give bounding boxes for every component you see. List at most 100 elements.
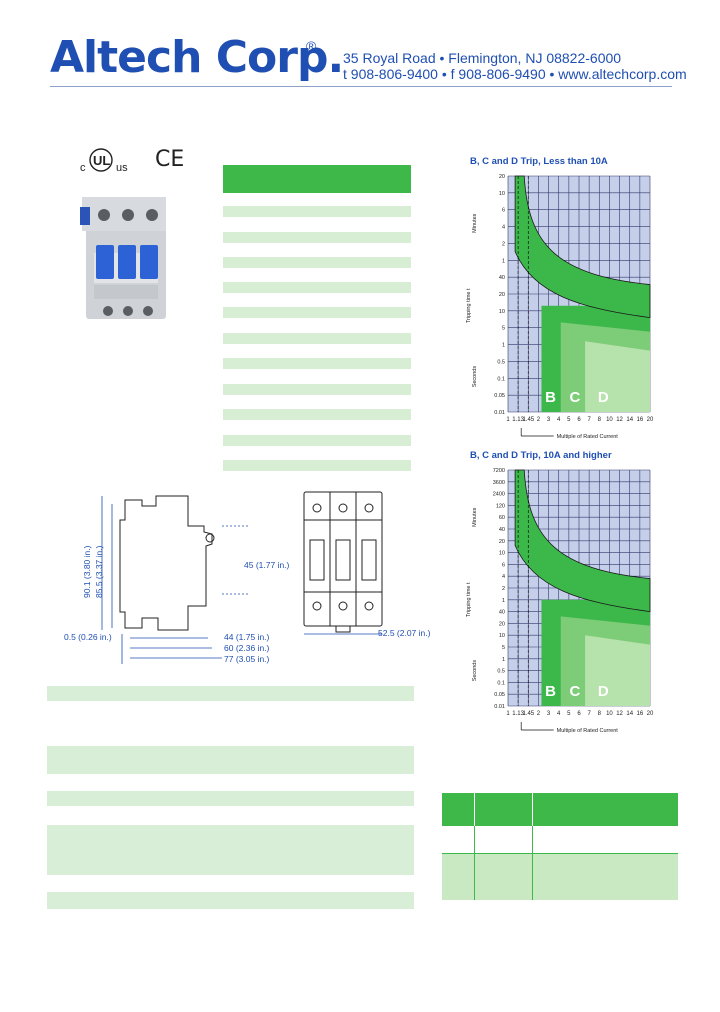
- ul-suffix: us: [116, 162, 128, 174]
- x-tick-label: 16: [637, 417, 644, 423]
- x-tick-label: 1: [506, 417, 510, 423]
- address-line-1: 35 Royal Road • Flemington, NJ 08822-600…: [343, 50, 622, 66]
- spec-table-row: [223, 435, 411, 446]
- y-tick-label: 6: [502, 562, 505, 568]
- info-band: [47, 892, 414, 909]
- x-tick-label: 3: [547, 711, 551, 717]
- x-tick-label: 16: [637, 711, 644, 717]
- dim-front-width: 52.5 (2.07 in.): [378, 628, 431, 638]
- curve-label-c: C: [570, 389, 581, 406]
- y-tick-label: 0.05: [494, 393, 505, 399]
- x-axis-label: Multiple of Rated Current: [557, 434, 619, 440]
- spec-table-row: [223, 384, 411, 395]
- info-band: [47, 791, 414, 806]
- y-unit-minutes: Minutes: [472, 213, 478, 233]
- x-tick-label: 6: [577, 711, 581, 717]
- svg-text:UL: UL: [93, 153, 110, 168]
- x-tick-label: 3: [547, 417, 551, 423]
- y-tick-label: 0.5: [497, 669, 505, 675]
- y-unit-minutes: Minutes: [472, 507, 478, 527]
- spec-table-row: [223, 282, 411, 293]
- x-tick-label: 10: [606, 711, 613, 717]
- thermal-trip-band: [514, 175, 651, 319]
- curve-label-b: B: [545, 389, 556, 406]
- spec-table-row: [223, 358, 411, 369]
- chart1-title: B, C and D Trip, Less than 10A: [470, 156, 608, 167]
- x-tick-label: 1.45: [522, 711, 534, 717]
- address-line-2: t 908-806-9400 • f 908-806-9490 • www.al…: [343, 66, 687, 82]
- y-tick-label: 0.5: [497, 359, 505, 365]
- dim-mid-height: 45 (1.77 in.): [244, 560, 290, 570]
- spec-table-row: [223, 206, 411, 217]
- y-tick-label: 4: [502, 225, 505, 231]
- y-tick-label: 1: [502, 343, 505, 349]
- thermal-trip-band: [514, 469, 651, 613]
- x-tick-label: 12: [616, 711, 623, 717]
- curve-label-b: B: [545, 683, 556, 700]
- y-tick-label: 20: [499, 621, 505, 627]
- spec-table-row: [223, 257, 411, 268]
- x-tick-label: 14: [626, 417, 633, 423]
- y-tick-label: 3600: [493, 480, 505, 486]
- y-tick-label: 40: [499, 610, 505, 616]
- x-tick-label: 4: [557, 711, 561, 717]
- x-axis-label: Multiple of Rated Current: [557, 728, 619, 734]
- y-tick-label: 20: [499, 174, 505, 180]
- y-tick-label: 20: [499, 539, 505, 545]
- y-unit-seconds: Seconds: [472, 660, 478, 682]
- dim-height-total: 90.1 (3.80 in.): [82, 545, 92, 598]
- header-divider: [50, 86, 672, 87]
- y-tick-label: 4: [502, 574, 505, 580]
- dim-width-44: 44 (1.75 in.): [224, 632, 270, 642]
- x-tick-label: 12: [616, 417, 623, 423]
- x-tick-label: 14: [626, 711, 633, 717]
- y-tick-label: 1: [502, 598, 505, 604]
- curve-label-d: D: [598, 683, 609, 700]
- info-band: [47, 746, 414, 774]
- y-tick-label: 0.01: [494, 704, 505, 710]
- y-tick-label: 10: [499, 309, 505, 315]
- dim-width-77: 77 (3.05 in.): [224, 654, 270, 664]
- info-band: [47, 686, 414, 701]
- spec-table-row: [223, 460, 411, 471]
- company-logo: Altech Corp.: [50, 32, 344, 83]
- y-tick-label: 120: [496, 503, 505, 509]
- guide-row: [442, 826, 678, 854]
- y-axis-label: Tripping time t: [466, 582, 472, 617]
- guide-divider: [474, 826, 475, 900]
- y-tick-label: 1: [502, 657, 505, 663]
- x-tick-label: 2: [537, 711, 541, 717]
- y-tick-label: 7200: [493, 468, 505, 474]
- x-tick-label: 1: [506, 711, 510, 717]
- y-tick-label: 60: [499, 515, 505, 521]
- x-tick-label: 10: [606, 417, 613, 423]
- registered-mark: ®: [306, 38, 317, 54]
- y-tick-label: 0.1: [497, 680, 505, 686]
- y-axis-label: Tripping time t: [466, 288, 472, 323]
- y-tick-label: 2: [502, 241, 505, 247]
- y-tick-label: 20: [499, 292, 505, 298]
- y-tick-label: 40: [499, 527, 505, 533]
- spec-table-row: [223, 333, 411, 344]
- x-tick-label: 4: [557, 417, 561, 423]
- dim-height-inner: 85.5 (3.37 in.): [94, 545, 104, 598]
- selection-guide-table: [442, 793, 678, 900]
- x-tick-label: 6: [577, 417, 581, 423]
- y-tick-label: 0.01: [494, 410, 505, 416]
- spec-table-row: [223, 232, 411, 243]
- x-tick-label: 5: [567, 417, 571, 423]
- ce-mark: CE: [155, 147, 185, 172]
- dim-width-60: 60 (2.36 in.): [224, 643, 270, 653]
- curve-zone-d: [585, 341, 650, 412]
- x-tick-label: 1.13: [512, 711, 524, 717]
- x-tick-label: 20: [647, 711, 654, 717]
- y-tick-label: 5: [502, 326, 505, 332]
- guide-divider: [532, 826, 533, 900]
- y-tick-label: 0.1: [497, 376, 505, 382]
- spec-table-header: [223, 165, 411, 193]
- y-tick-label: 40: [499, 275, 505, 281]
- x-tick-label: 7: [587, 417, 591, 423]
- y-tick-label: 6: [502, 208, 505, 214]
- x-tick-label: 8: [598, 417, 602, 423]
